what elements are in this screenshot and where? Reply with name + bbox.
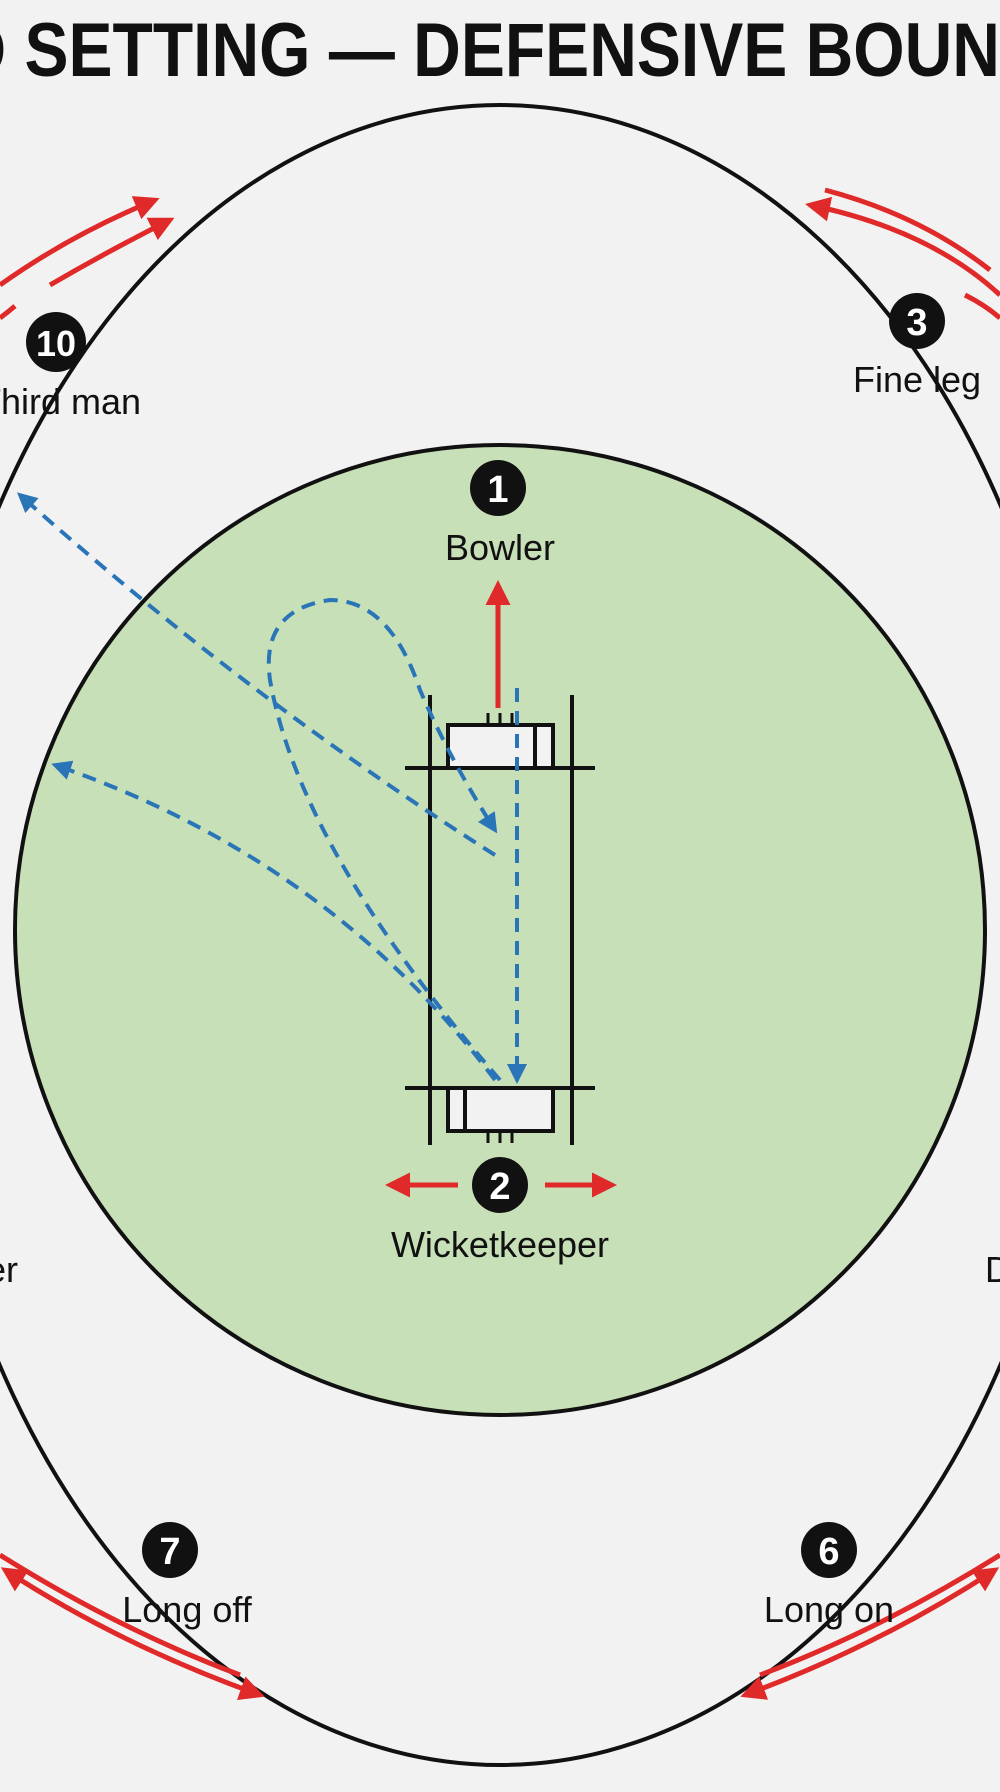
fielder-movement-arrows bbox=[385, 580, 617, 1198]
ball-path-to-third-man bbox=[17, 492, 497, 857]
fielder-number-10: 10 bbox=[36, 323, 76, 364]
fielder-label-fine-leg: Fine leg bbox=[853, 359, 981, 400]
fielder-number-3: 3 bbox=[906, 302, 927, 344]
fielder-marker-3[interactable]: 3 Fine leg bbox=[853, 293, 981, 400]
ball-path-to-cover bbox=[51, 760, 497, 1082]
fielder-label-wicketkeeper: Wicketkeeper bbox=[391, 1224, 609, 1265]
fielder-label-cover-partial: Cover bbox=[0, 1249, 18, 1290]
fielder-marker-7[interactable]: 7 Long off bbox=[122, 1522, 253, 1630]
red-arrow-bottom-right-outer bbox=[759, 1552, 1000, 1678]
fielder-number-2: 2 bbox=[489, 1166, 510, 1208]
red-arrow-top-left-tail bbox=[0, 304, 17, 320]
red-arrow-top-right-outer bbox=[805, 196, 1000, 297]
fielder-label-long-on: Long on bbox=[764, 1589, 894, 1630]
fielder-marker-6[interactable]: 6 Long on bbox=[764, 1522, 894, 1630]
title-area: FIELD SETTING — DEFENSIVE BOUNDARY bbox=[0, 0, 1000, 100]
red-arrow-bottom-right bbox=[740, 1567, 1000, 1700]
pitch bbox=[405, 695, 595, 1145]
fielder-label-third-man: Third man bbox=[0, 381, 141, 422]
fielder-label-bowler: Bowler bbox=[445, 527, 555, 568]
boundary-movement-arrows bbox=[0, 187, 1000, 1701]
ball-path-loop bbox=[266, 597, 502, 1082]
fielder-marker-2[interactable]: 2 Wicketkeeper bbox=[391, 1157, 609, 1265]
ball-paths bbox=[17, 492, 527, 1084]
boundary-line bbox=[0, 103, 1000, 1767]
fielder-number-7: 7 bbox=[159, 1531, 180, 1573]
red-arrow-bottom-left-outer bbox=[0, 1552, 241, 1678]
red-arrow-top-right-tail bbox=[963, 292, 1000, 320]
fielder-label-long-off: Long off bbox=[122, 1589, 252, 1630]
red-arrow-bottom-left bbox=[0, 1567, 265, 1701]
red-arrow-top-left-outer bbox=[0, 196, 160, 288]
fielder-number-1: 1 bbox=[487, 469, 508, 511]
diagram-title: FIELD SETTING — DEFENSIVE BOUNDARY bbox=[0, 7, 1000, 93]
fielder-number-6: 6 bbox=[818, 1531, 839, 1573]
fielder-marker-10[interactable]: 10 Third man bbox=[0, 312, 141, 422]
fielder-label-deep-partial: Deep bbox=[985, 1249, 1000, 1290]
fielder-marker-1[interactable]: 1 Bowler bbox=[445, 460, 555, 568]
red-arrow-top-left-inner bbox=[48, 217, 175, 288]
red-arrow-top-right-inner bbox=[824, 187, 992, 272]
inner-circle bbox=[13, 443, 987, 1417]
